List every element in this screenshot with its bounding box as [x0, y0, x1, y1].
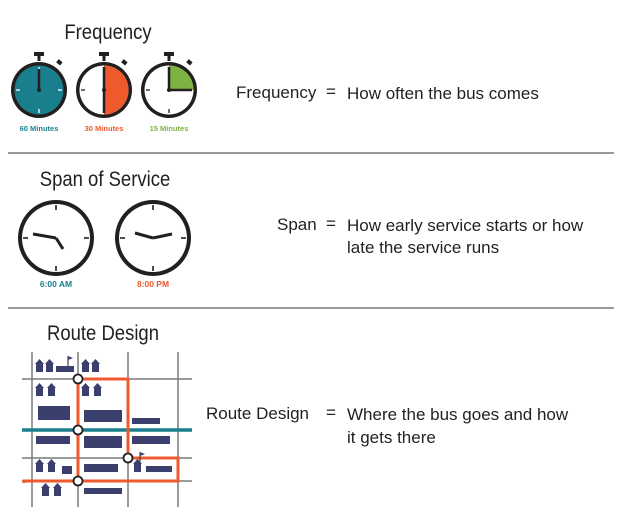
- stopwatch-15-caption: 15 Minutes: [149, 124, 189, 133]
- span-equals: =: [326, 214, 336, 233]
- stopwatch-15-icon: [141, 52, 197, 118]
- route-title: Route Design: [47, 322, 159, 345]
- frequency-term: Frequency: [236, 83, 317, 102]
- clock-6am-icon: [18, 200, 94, 276]
- clock-8pm-caption: 8:00 PM: [136, 279, 170, 289]
- divider-2: [8, 307, 614, 309]
- stopwatch-60-caption: 60 Minutes: [19, 124, 59, 133]
- stopwatch-30-caption: 30 Minutes: [84, 124, 124, 133]
- span-definition-line2: late the service runs: [347, 238, 500, 257]
- divider-1: [8, 152, 614, 154]
- stopwatch-30-icon: [76, 52, 132, 118]
- route-definition-line2: it gets there: [347, 428, 436, 447]
- route-definition-line1: Where the bus goes and how: [347, 405, 569, 424]
- clock-8pm-icon: [115, 200, 191, 276]
- stopwatch-60-icon: [11, 52, 67, 118]
- frequency-equals: =: [326, 82, 336, 101]
- span-title: Span of Service: [39, 168, 171, 191]
- route-equals: =: [326, 403, 336, 422]
- clock-6am-caption: 6:00 AM: [39, 279, 73, 289]
- span-term: Span: [277, 215, 317, 234]
- span-definition-line1: How early service starts or how: [347, 216, 584, 235]
- route-map-illustration: [22, 352, 192, 507]
- route-term: Route Design: [206, 404, 310, 423]
- frequency-title: Frequency: [64, 21, 152, 44]
- frequency-definition: How often the bus comes: [347, 84, 539, 103]
